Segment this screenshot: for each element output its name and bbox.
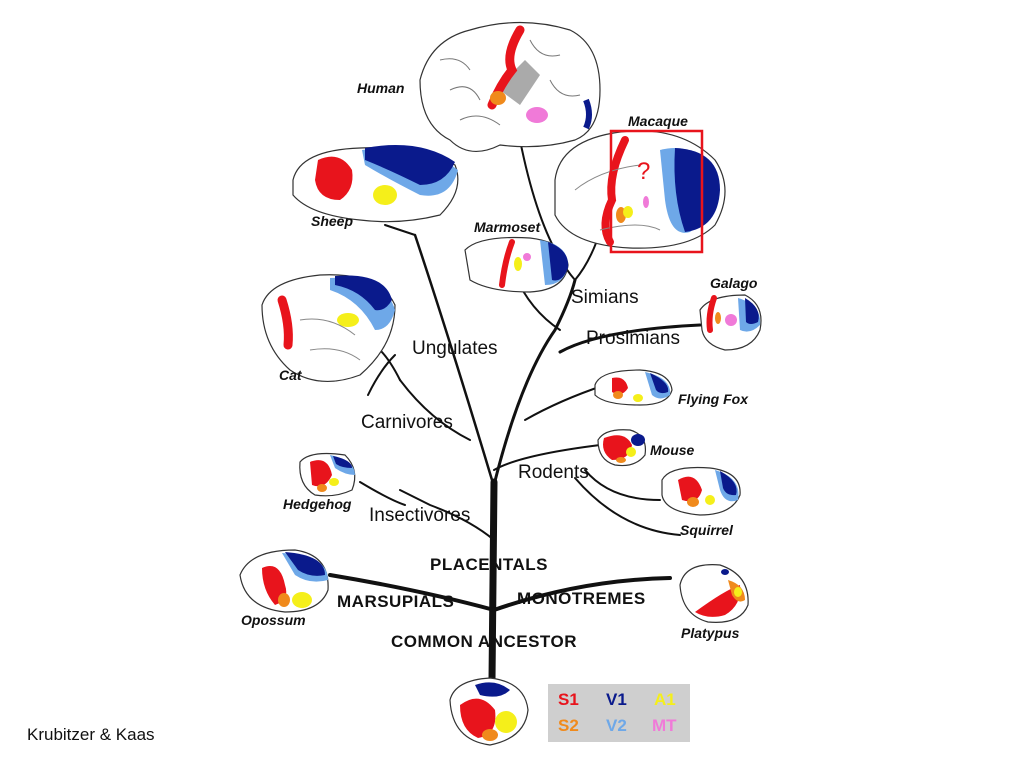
brain-flyingfox [594,369,673,406]
brain-human [419,21,601,152]
brain-platypus [679,564,749,623]
credit-text: Krubitzer & Kaas [27,725,155,744]
branch-mouse [493,444,601,471]
label-marsupials: MARSUPIALS [337,592,455,611]
label-hedgehog: Hedgehog [283,496,352,512]
macaque-highlight-box [609,129,704,254]
branch-hedgehog-2 [359,481,406,506]
legend-s2: S2 [558,716,579,735]
branch-squirrel-1 [584,469,661,501]
label-simians: Simians [571,287,639,308]
brain-opossum [239,549,329,613]
legend-a1: A1 [654,690,676,709]
label-insectivores: Insectivores [369,505,471,526]
label-rodents: Rodents [518,462,589,483]
color-legend: S1 V1 A1 S2 V2 MT [548,684,690,742]
label-placentals: PLACENTALS [430,555,549,574]
branch-cat-tip [379,349,401,381]
branch-hedgehog [399,489,495,541]
brain-hedgehog [299,452,356,497]
brain-mouse [597,429,647,467]
legend-s1: S1 [558,690,579,709]
label-common-ancestor: COMMON ANCESTOR [391,632,577,651]
branch-squirrel-2 [574,477,681,536]
brain-sheep [292,145,459,223]
label-human: Human [357,80,405,96]
label-prosimians: Prosimians [586,328,680,349]
brain-macaque [554,129,726,254]
branch-opossum [328,573,496,612]
tree-branches [328,139,702,684]
brain-squirrel [661,466,741,516]
legend-v1: V1 [606,690,627,709]
label-squirrel: Squirrel [680,522,733,538]
label-galago: Galago [710,275,758,291]
label-cat: Cat [279,367,302,383]
label-opossum: Opossum [241,612,306,628]
brain-cat [261,274,396,383]
label-platypus: Platypus [681,625,740,641]
branch-platypus [492,576,672,612]
brain-common-ancestor [449,677,529,746]
branch-galago [558,323,702,354]
macaque-question-mark: ? [637,158,651,185]
brain-galago [699,294,762,351]
label-carnivores: Carnivores [361,412,453,433]
label-marmoset: Marmoset [474,219,541,235]
legend-v2: V2 [606,716,627,735]
branch-primates [492,278,577,487]
label-mouse: Mouse [650,442,695,458]
brain-marmoset [464,236,569,293]
branch-cat-2 [367,354,396,396]
legend-mt: MT [652,716,677,735]
label-flying-fox: Flying Fox [678,391,748,407]
label-ungulates: Ungulates [412,338,498,359]
label-monotremes: MONOTREMES [517,589,646,608]
branch-sheep-tip [384,224,416,236]
branch-flyingfox [524,384,606,421]
label-macaque: Macaque [628,113,688,129]
branch-sheep [413,233,494,482]
label-sheep: Sheep [311,213,354,229]
trunk [488,478,498,684]
branch-cat [399,379,471,441]
